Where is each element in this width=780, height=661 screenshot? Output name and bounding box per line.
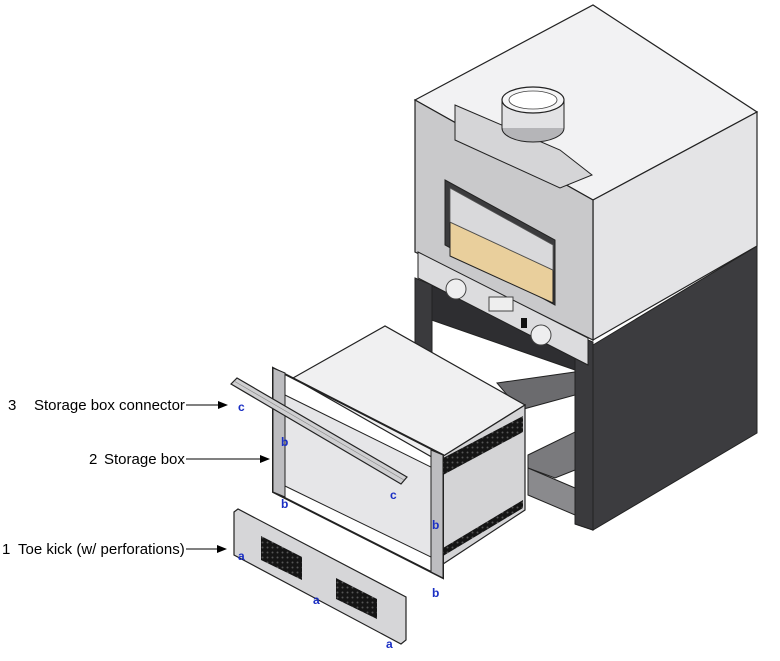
callout-connector: 3 Storage box connector <box>8 397 228 414</box>
callout-number: 3 <box>8 397 16 414</box>
fastener-letter-c: c <box>238 400 245 414</box>
callout-storage-box: 2 Storage box <box>89 451 270 468</box>
arrow-icon <box>217 545 227 553</box>
callout-label: Toe kick (w/ perforations) <box>18 541 185 558</box>
callout-number: 1 <box>2 541 10 558</box>
callout-label: Storage box <box>104 451 185 468</box>
storage-box-frame-right <box>430 449 444 579</box>
callout-toe-kick: 1 Toe kick (w/ perforations) <box>2 541 227 558</box>
oven-window-upper <box>449 187 554 271</box>
callout-label: Storage box connector <box>34 397 185 414</box>
stand-rail-lower <box>527 431 576 479</box>
callout-number: 2 <box>89 451 97 468</box>
stand-right-leg <box>574 334 594 531</box>
stand-rail-bottom <box>527 467 576 516</box>
storage-box-connector <box>230 377 408 485</box>
fastener-letter-b: b <box>281 497 288 511</box>
fastener-letter-b: b <box>281 435 288 449</box>
stand-left-leg <box>414 277 433 356</box>
toe-kick <box>233 508 407 645</box>
toe-kick-perforation-right <box>336 578 377 619</box>
left-knob <box>445 278 467 300</box>
fastener-letter-a: a <box>386 637 393 651</box>
storage-box-vent-lower <box>443 500 523 556</box>
arrow-icon <box>218 401 228 409</box>
fastener-letter-b: b <box>432 586 439 600</box>
storage-box-vent-upper <box>443 416 523 475</box>
fastener-letter-a: a <box>313 593 320 607</box>
control-display <box>488 296 514 312</box>
fastener-letter-b: b <box>432 518 439 532</box>
oven-assembly <box>413 4 759 531</box>
right-knob <box>530 324 552 346</box>
storage-box-frame-left <box>272 367 286 498</box>
control-switch <box>521 318 527 328</box>
toe-kick-perforation-left <box>261 536 302 580</box>
flue-bracket <box>454 104 593 189</box>
fastener-letter-c: c <box>390 488 397 502</box>
storage-box <box>272 325 527 580</box>
arrow-icon <box>260 455 270 463</box>
fastener-letter-a: a <box>238 549 245 563</box>
